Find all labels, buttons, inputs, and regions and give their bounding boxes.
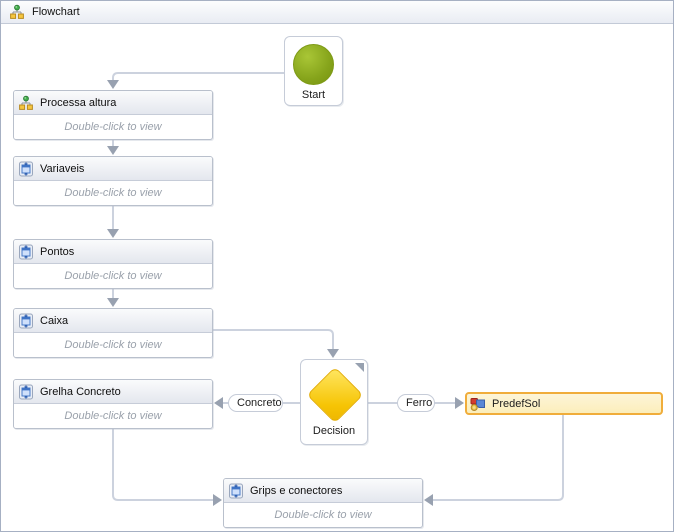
node-grips-e-conectores[interactable]: Grips e conectores Double-click to view xyxy=(223,478,423,528)
node-caixa[interactable]: Caixa Double-click to view xyxy=(13,308,213,358)
connector-caixa-to-decision xyxy=(213,329,334,349)
node-header: Grelha Concreto xyxy=(14,380,212,404)
module-box-icon xyxy=(18,244,34,260)
node-start[interactable]: Start xyxy=(284,36,343,106)
start-circle-icon xyxy=(293,44,334,85)
module-box-icon xyxy=(18,161,34,177)
arrowhead xyxy=(107,298,119,307)
node-header: Caixa xyxy=(14,309,212,333)
node-header: Processa altura xyxy=(14,91,212,115)
arrowhead xyxy=(107,146,119,155)
node-hint: Double-click to view xyxy=(274,509,372,521)
node-header: Grips e conectores xyxy=(224,479,422,503)
node-hint: Double-click to view xyxy=(64,270,162,282)
arrowhead xyxy=(107,229,119,238)
module-box-icon xyxy=(228,483,244,499)
arrowhead xyxy=(213,494,222,506)
node-header: Pontos xyxy=(14,240,212,264)
start-label: Start xyxy=(301,89,326,101)
connector-predefsol-to-grips xyxy=(433,414,564,501)
node-processa-altura[interactable]: Processa altura Double-click to view xyxy=(13,90,213,140)
panel-header[interactable]: Flowchart xyxy=(1,1,673,24)
decision-label: Decision xyxy=(312,425,356,437)
connector-label-concreto: Concreto xyxy=(228,394,283,412)
arrowhead xyxy=(327,349,339,358)
node-title: Grelha Concreto xyxy=(40,385,121,398)
arrowhead xyxy=(424,494,433,506)
node-predefsol[interactable]: PredefSol xyxy=(465,392,663,415)
node-title: Processa altura xyxy=(40,96,117,109)
arrowhead xyxy=(455,397,464,409)
flowchart-icon xyxy=(18,95,34,111)
connector-label-ferro: Ferro xyxy=(397,394,435,412)
module-box-icon xyxy=(18,384,34,400)
node-decision[interactable]: Decision xyxy=(300,359,368,445)
node-title: PredefSol xyxy=(492,397,541,410)
connector-grelha-to-grips xyxy=(112,426,213,501)
node-hint: Double-click to view xyxy=(64,410,162,422)
node-title: Pontos xyxy=(40,245,75,258)
node-pontos[interactable]: Pontos Double-click to view xyxy=(13,239,213,289)
node-hint: Double-click to view xyxy=(64,121,162,133)
flowchart-icon xyxy=(9,4,25,20)
panel-title: Flowchart xyxy=(32,6,80,18)
node-header: Variaveis xyxy=(14,157,212,181)
node-grelha-concreto[interactable]: Grelha Concreto Double-click to view xyxy=(13,379,213,429)
node-variaveis[interactable]: Variaveis Double-click to view xyxy=(13,156,213,206)
node-hint: Double-click to view xyxy=(64,187,162,199)
arrowhead xyxy=(107,80,119,89)
decision-diamond-icon xyxy=(306,366,364,424)
node-hint: Double-click to view xyxy=(64,339,162,351)
connector-start-to-processa xyxy=(112,72,284,85)
arrowhead xyxy=(214,397,223,409)
node-title: Variaveis xyxy=(40,162,85,175)
node-title: Grips e conectores xyxy=(250,484,343,497)
component-icon xyxy=(470,396,486,412)
collapse-corner-icon[interactable] xyxy=(355,363,364,372)
module-box-icon xyxy=(18,313,34,329)
node-title: Caixa xyxy=(40,314,69,327)
